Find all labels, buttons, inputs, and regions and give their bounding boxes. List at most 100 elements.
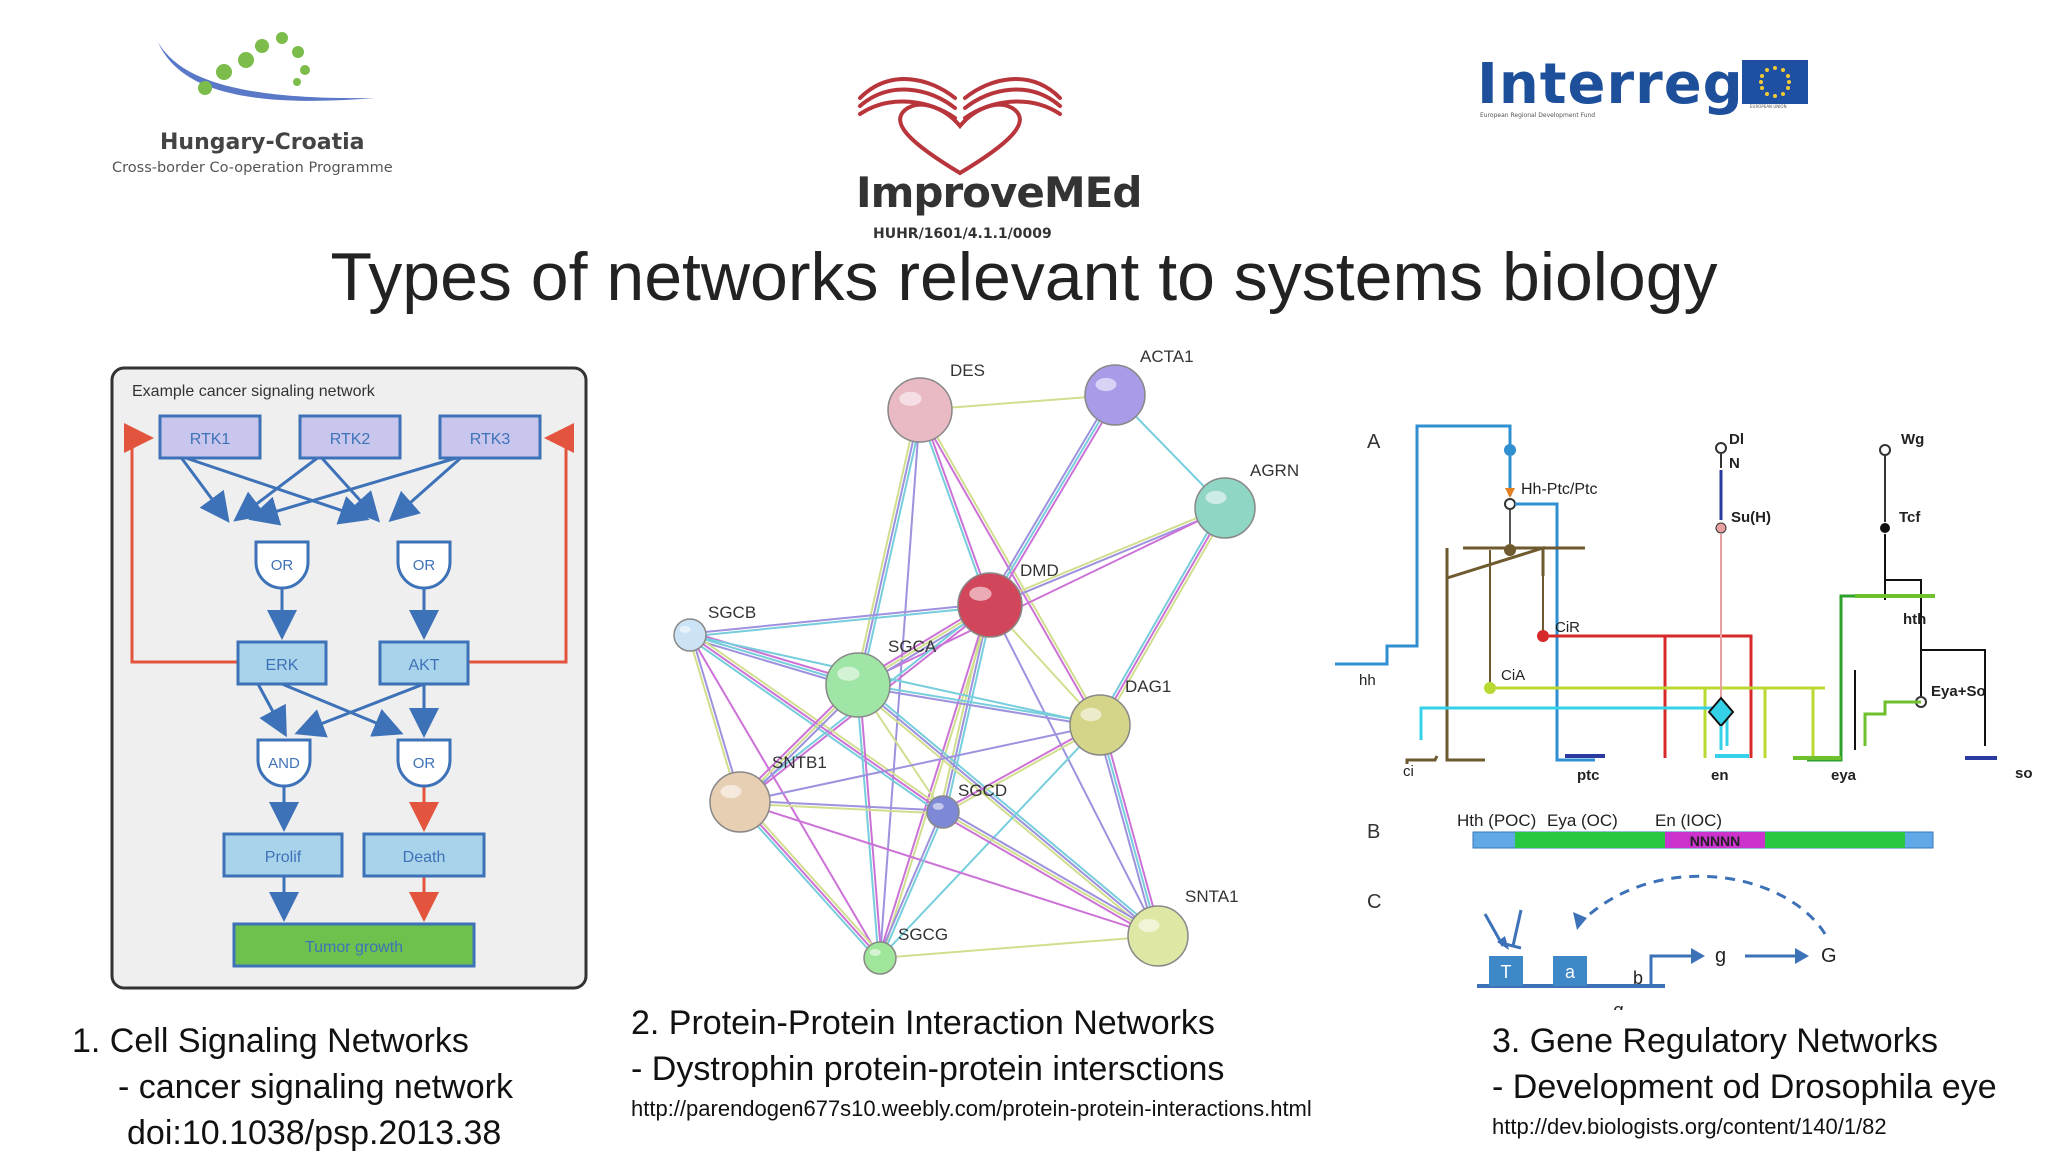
cancer-signaling-diagram: Example cancer signaling network RTK1 RT… — [110, 366, 588, 990]
caption-2-url[interactable]: http://parendogen677s10.weebly.com/prote… — [631, 1096, 1312, 1121]
caption-3-url[interactable]: http://dev.biologists.org/content/140/1/… — [1492, 1114, 1887, 1139]
svg-text:Tumor growth: Tumor growth — [305, 939, 403, 956]
ppi-edge — [855, 686, 1157, 940]
ppi-edge — [1099, 724, 1159, 937]
ppi-edge — [939, 604, 989, 812]
protein-node-sgcb — [673, 618, 707, 652]
svg-text:Eya (OC): Eya (OC) — [1547, 811, 1618, 830]
protein-node-agrn — [1194, 477, 1256, 539]
svg-text:Tcf: Tcf — [1899, 509, 1921, 526]
svg-text:Prolif: Prolif — [265, 849, 302, 866]
svg-text:OR: OR — [413, 557, 436, 574]
svg-text:CiA: CiA — [1501, 667, 1525, 684]
svg-text:ERK: ERK — [266, 657, 299, 674]
box-T — [1489, 956, 1523, 986]
svg-text:RTK3: RTK3 — [470, 431, 511, 448]
improvemed-name: ImproveMEd — [856, 168, 1142, 217]
protein-node-snta1 — [1127, 905, 1189, 967]
svg-text:RTK1: RTK1 — [190, 431, 231, 448]
ppi-edge — [989, 394, 1116, 606]
svg-text:AKT: AKT — [408, 657, 439, 674]
protein-node-highlight — [1095, 377, 1117, 392]
caption-1-title: 1. Cell Signaling Networks — [72, 1022, 469, 1060]
ppi-edge — [689, 634, 944, 813]
ppi-edge — [858, 682, 1101, 725]
hungary-croatia-subtitle: Cross-border Co-operation Programme — [112, 160, 393, 176]
protein-node-highlight — [1138, 918, 1160, 933]
node-tumor-growth — [232, 922, 476, 968]
protein-node-highlight — [869, 948, 881, 956]
ppi-edge — [857, 685, 1100, 728]
protein-label-sgca: SGCA — [888, 637, 937, 656]
protein-node-highlight — [899, 391, 922, 406]
ppi-edge — [1101, 508, 1229, 727]
gate-and — [256, 738, 312, 788]
gate-or-2 — [396, 540, 452, 590]
svg-text:ptc: ptc — [1577, 767, 1600, 784]
svg-text:T: T — [1501, 962, 1512, 982]
svg-text:Su(H): Su(H) — [1731, 509, 1771, 526]
ppi-edge — [880, 605, 993, 959]
ppi-edge — [858, 684, 883, 958]
panel1-title: Example cancer signaling network — [132, 383, 376, 400]
svg-text:Hh-Ptc/Ptc: Hh-Ptc/Ptc — [1521, 481, 1597, 498]
node-prolif — [222, 832, 344, 878]
protein-label-snta1: SNTA1 — [1185, 887, 1239, 906]
ppi-edge — [944, 605, 994, 813]
svg-text:b: b — [1633, 968, 1643, 988]
label-a: A — [1367, 431, 1381, 453]
protein-node-dag1 — [1069, 694, 1131, 756]
heart-hands-icon — [858, 77, 1062, 176]
protein-node-dmd — [957, 572, 1023, 638]
ppi-edge — [942, 604, 991, 813]
hungary-croatia-name: Hungary-Croatia — [160, 130, 365, 155]
protein-node-highlight — [969, 586, 992, 601]
protein-node-highlight — [1205, 490, 1227, 505]
svg-text:so: so — [2015, 765, 2033, 782]
ppi-edge — [877, 811, 943, 958]
svg-text:hh: hh — [1359, 672, 1376, 689]
page-title: Types of networks relevant to systems bi… — [330, 239, 1718, 315]
protein-node-sgcd — [926, 795, 960, 829]
protein-node-highlight — [837, 666, 860, 681]
protein-node-acta1 — [1084, 364, 1146, 426]
ppi-edge — [880, 812, 946, 959]
caption-1-doi: doi:10.1038/psp.2013.38 — [127, 1114, 502, 1152]
ppi-edge — [739, 801, 881, 959]
svg-text:RTK2: RTK2 — [330, 431, 371, 448]
protein-node-highlight — [679, 625, 691, 633]
ppi-edge — [879, 935, 1159, 959]
ppi-edge — [854, 409, 919, 685]
node-rtk3 — [438, 414, 542, 460]
svg-text:g: g — [1715, 945, 1726, 967]
node-rtk2 — [298, 414, 402, 460]
ppi-edge — [739, 724, 1101, 803]
gene-regulatory-diagram: A B C Hh-Ptc/Ptc ci hh CiR CiA Dl N Su(H… — [1335, 424, 2033, 1010]
ppi-edge — [689, 634, 881, 959]
ppi-edge — [690, 605, 991, 638]
ppi-edge — [941, 813, 1158, 940]
protein-label-acta1: ACTA1 — [1140, 347, 1194, 366]
protein-node-des — [887, 377, 953, 443]
protein-label-sntb1: SNTB1 — [772, 753, 827, 772]
eu-flag-icon — [1742, 60, 1808, 104]
label-b: B — [1367, 821, 1380, 843]
ppi-edge — [737, 803, 879, 961]
ppi-edge — [1101, 723, 1162, 936]
caption-2-subtitle: - Dystrophin protein-protein intersction… — [631, 1050, 1225, 1088]
ppi-edge — [741, 799, 883, 957]
svg-text:Hth (POC): Hth (POC) — [1457, 811, 1536, 830]
node-death — [362, 832, 486, 878]
ppi-edge — [920, 408, 1103, 725]
ppi-edge — [986, 392, 1114, 604]
protein-node-sgcg — [863, 941, 897, 975]
svg-text:En (IOC): En (IOC) — [1655, 811, 1722, 830]
ppi-edge — [943, 808, 1160, 935]
ppi-edge — [989, 505, 1225, 605]
protein-node-sntb1 — [709, 771, 771, 833]
ppi-edge — [917, 410, 990, 606]
interreg-name: Interreg — [1477, 52, 1744, 117]
node-erk — [236, 640, 328, 686]
ppi-edge — [859, 681, 1161, 935]
ppi-edge — [942, 811, 1159, 937]
